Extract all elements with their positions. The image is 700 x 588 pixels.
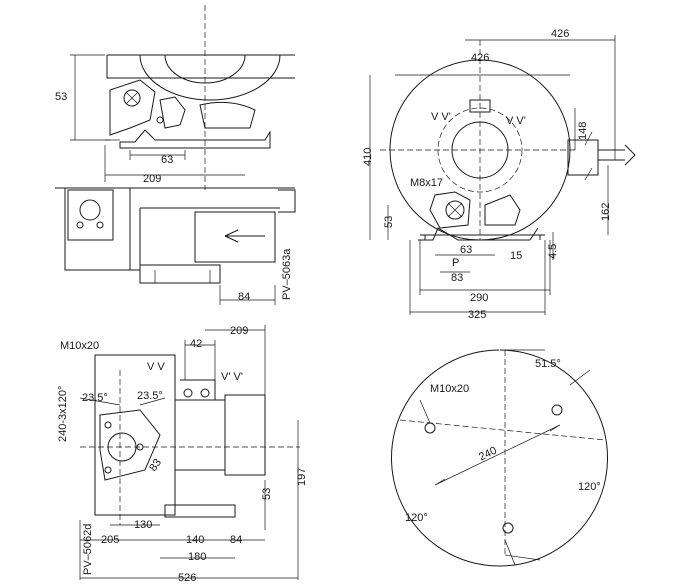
section-label-v-prime: V' V'	[221, 371, 243, 383]
dim-center-83: 83	[451, 272, 464, 284]
dim-outlet-162: 162	[600, 202, 612, 221]
angle-120-left: 120°	[405, 512, 428, 524]
dim-height-410: 410	[362, 147, 374, 166]
dim-foot-4-5: 4.5	[547, 243, 559, 259]
dim-top-209: 209	[230, 325, 249, 337]
dim-height-197: 197	[296, 467, 308, 486]
model-label-5063a: PV–5063a	[281, 248, 293, 300]
dim-port-148: 148	[577, 121, 589, 140]
dim-height-53: 53	[55, 91, 68, 103]
dim-width-209: 209	[143, 173, 162, 185]
dim-130: 130	[134, 519, 153, 531]
dim-span-290: 290	[470, 292, 489, 304]
section-label-vv-right: V V'	[506, 115, 526, 127]
dim-port-gap-42: 42	[190, 338, 203, 350]
bolt-label-m10x20: M10x20	[430, 383, 470, 395]
dim-84: 84	[230, 534, 243, 546]
bolt-label-m8x17: M8x17	[410, 177, 444, 189]
dim-526: 526	[178, 572, 197, 584]
angle-23-5-right: 23.5°	[137, 390, 163, 402]
dim-P: P	[452, 257, 460, 269]
dim-140: 140	[186, 534, 205, 546]
section-label-vv-left: V V'	[431, 111, 451, 123]
bottom-right-flange-view	[391, 349, 608, 567]
dim-offset-84: 84	[238, 291, 251, 303]
bolt-label-m10x20: M10x20	[60, 340, 100, 352]
dim-height-53: 53	[261, 487, 273, 500]
section-label-vv: V V	[147, 361, 165, 373]
dim-426-outer: 426	[551, 28, 570, 40]
hole-pattern-label: 240-3x120°	[57, 385, 69, 442]
dim-426-inner: 426	[471, 52, 490, 64]
side-view	[55, 187, 296, 305]
model-label-5062d: PV–5062d	[82, 523, 94, 575]
dim-foot-53: 53	[383, 215, 395, 228]
angle-51-5: 51.5°	[535, 358, 561, 370]
top-left-blower-view	[70, 5, 295, 190]
dim-base-325: 325	[468, 309, 487, 321]
dim-180: 180	[188, 551, 207, 563]
dim-bolt-63: 63	[161, 154, 174, 166]
top-right-front-view	[369, 35, 636, 315]
angle-120-right: 120°	[578, 481, 601, 493]
dim-205: 205	[101, 534, 120, 546]
angle-23-5-left: 23.5°	[82, 392, 108, 404]
dim-gap-15: 15	[510, 250, 523, 262]
bottom-left-end-view	[79, 325, 300, 580]
dim-bolt-63: 63	[460, 244, 473, 256]
